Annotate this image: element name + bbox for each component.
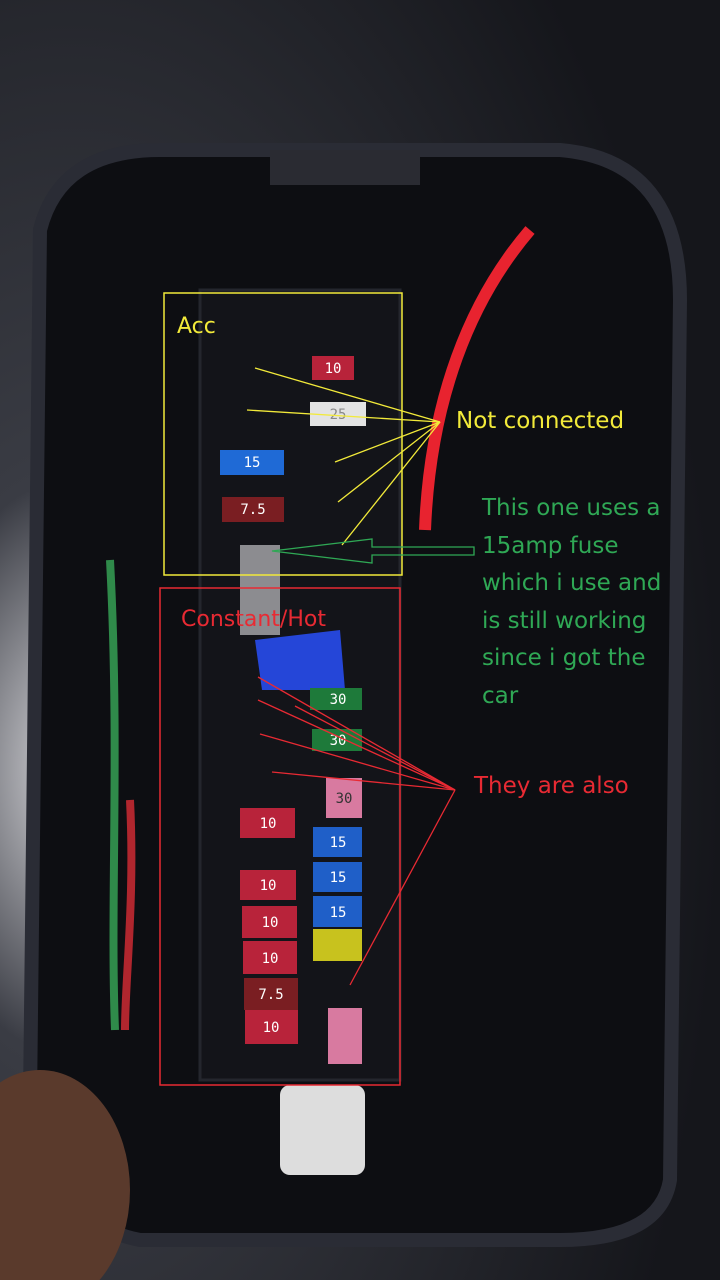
svg-text:10: 10 — [260, 878, 277, 894]
svg-text:10: 10 — [262, 915, 279, 931]
fuse-const-10e: 10 — [245, 1010, 298, 1044]
svg-text:7.5: 7.5 — [258, 987, 283, 1003]
svg-text:10: 10 — [262, 951, 279, 967]
fuse-const-30c: 30 — [326, 778, 362, 818]
green-arrow — [271, 538, 475, 564]
constant-hot-label: Constant/Hot — [181, 607, 326, 632]
acc-label: Acc — [177, 314, 216, 339]
svg-text:25: 25 — [330, 407, 347, 423]
green-note-line: car — [482, 682, 519, 709]
fuse-const-10a: 10 — [240, 808, 295, 838]
they-are-also-lines — [257, 676, 456, 986]
svg-text:30: 30 — [330, 733, 347, 749]
fuse-const-15b: 15 — [313, 862, 362, 892]
constant-box — [159, 587, 401, 1086]
not-connected-label: Not connected — [456, 408, 625, 434]
green-note-line: which i use and — [482, 570, 662, 596]
svg-text:10: 10 — [325, 361, 342, 377]
svg-text:15: 15 — [330, 870, 347, 886]
not-connected-lines — [246, 367, 441, 546]
acc-box — [163, 292, 403, 576]
green-note-line: is still working — [482, 607, 647, 634]
fuse-const-15c: 15 — [313, 896, 362, 927]
red-wire-left — [121, 799, 136, 1031]
fuse-acc-7-5: 7.5 — [222, 497, 284, 522]
svg-text:15: 15 — [244, 455, 261, 471]
green-note-line: 15amp fuse — [482, 532, 619, 559]
finger — [0, 1070, 130, 1280]
blue-maxi-fuse — [255, 630, 345, 690]
fuse-const-7-5: 7.5 — [244, 978, 298, 1010]
fuse-const-10c: 10 — [242, 906, 297, 938]
svg-text:30: 30 — [330, 692, 347, 708]
fuse-const-10b: 10 — [240, 870, 296, 900]
svg-text:10: 10 — [263, 1020, 280, 1036]
fuse-acc-15: 15 — [220, 450, 284, 475]
fuse-acc-10: 10 — [312, 356, 354, 380]
add-a-fuse-tap — [240, 545, 280, 635]
white-connector — [280, 1085, 365, 1175]
fuse-const-pink — [328, 1008, 362, 1064]
svg-text:15: 15 — [330, 835, 347, 851]
svg-text:7.5: 7.5 — [240, 502, 265, 518]
fuse-const-yellow — [313, 929, 362, 961]
fuse-const-15a: 15 — [313, 827, 362, 857]
green-note-line: This one uses a — [482, 495, 661, 521]
green-note-line: since i got the — [482, 645, 646, 671]
clip-tab — [270, 150, 420, 185]
svg-text:30: 30 — [336, 791, 353, 807]
svg-text:10: 10 — [260, 816, 277, 832]
green-wire — [106, 559, 119, 1031]
fuse-const-30a: 30 — [310, 688, 362, 710]
green-note: This one uses a 15amp fuse which i use a… — [482, 490, 661, 715]
red-wire — [419, 226, 535, 531]
they-are-also-label: They are also — [474, 773, 629, 799]
fuse-const-10d: 10 — [243, 941, 297, 974]
svg-text:15: 15 — [330, 905, 347, 921]
